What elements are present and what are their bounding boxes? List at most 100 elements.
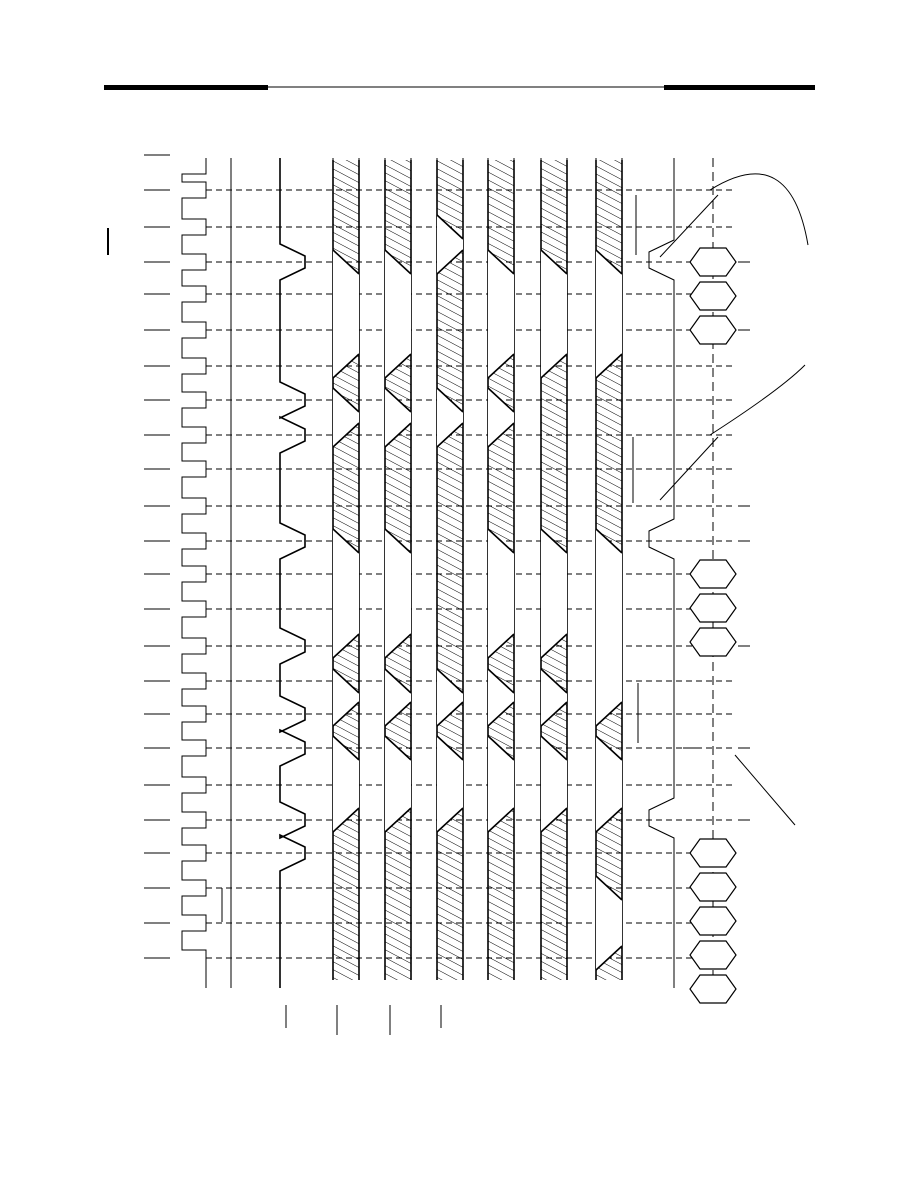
- bus-transition: [384, 422, 412, 448]
- bus-transition: [595, 701, 623, 727]
- bus-transition: [384, 387, 412, 413]
- bus-transition: [487, 353, 515, 379]
- bus-valid-window: [385, 669, 411, 726]
- bus-transition: [436, 807, 464, 833]
- clock-waveform: [181, 158, 207, 988]
- bus-transition: [384, 249, 412, 275]
- bus-transition: [595, 807, 623, 833]
- bus-transition: [332, 528, 360, 554]
- bus-valid-window: [385, 529, 411, 658]
- callout-leader: [659, 194, 719, 258]
- bus-valid-window: [488, 669, 514, 726]
- bus-transition: [487, 735, 515, 761]
- acknowledge-signal: [648, 158, 675, 988]
- callout-leader: [734, 754, 796, 826]
- callout-curve: [709, 364, 806, 436]
- bus-transition: [436, 214, 464, 240]
- bus-transition: [487, 528, 515, 554]
- bus-transition: [436, 735, 464, 761]
- bus-valid-window: [437, 736, 463, 832]
- bus-valid-window: [333, 250, 359, 378]
- bus-transition: [332, 668, 360, 694]
- bus-valid-window: [596, 736, 622, 832]
- bus-valid-window: [437, 669, 463, 726]
- bus-valid-window: [437, 388, 463, 447]
- timing-grid-lines: [107, 154, 735, 959]
- bus-transition: [487, 668, 515, 694]
- strobe-signal: [279, 158, 306, 988]
- bus-transition: [595, 875, 623, 901]
- bus-signal: [332, 158, 360, 980]
- bus-valid-window: [385, 388, 411, 447]
- bus-transition: [487, 249, 515, 275]
- bus-valid-window: [488, 529, 514, 658]
- bus-valid-window: [596, 529, 622, 726]
- hatched-bus-waveforms: [332, 158, 623, 980]
- bus-transition: [384, 807, 412, 833]
- bus-valid-window: [541, 736, 567, 832]
- bus-valid-window: [385, 250, 411, 378]
- bus-valid-window: [333, 669, 359, 726]
- bus-valid-window: [541, 669, 567, 726]
- bus-signal: [487, 158, 515, 980]
- bus-transition: [595, 249, 623, 275]
- bus-transition: [595, 735, 623, 761]
- bus-valid-window: [596, 250, 622, 378]
- bus-transition: [436, 422, 464, 448]
- bus-transition: [487, 807, 515, 833]
- bus-transition: [384, 735, 412, 761]
- bus-transition: [332, 807, 360, 833]
- data-hexagon: [689, 315, 737, 345]
- bus-signal: [436, 158, 464, 980]
- bus-transition: [384, 701, 412, 727]
- data-hexagon: [689, 872, 737, 902]
- bus-transition: [332, 735, 360, 761]
- bus-valid-window: [437, 215, 463, 274]
- bus-valid-window: [488, 736, 514, 832]
- data-hexagon: [689, 559, 737, 589]
- bus-transition: [384, 353, 412, 379]
- bus-transition: [436, 701, 464, 727]
- data-hexagon: [689, 940, 737, 970]
- bus-transition: [436, 249, 464, 275]
- bus-hatch: [437, 160, 463, 980]
- bus-transition: [487, 701, 515, 727]
- bus-transition: [540, 735, 568, 761]
- bus-transition: [332, 633, 360, 659]
- bus-transition: [384, 528, 412, 554]
- bus-transition: [487, 633, 515, 659]
- annotations: [221, 173, 809, 1035]
- bus-valid-window: [596, 876, 622, 970]
- bus-valid-window: [333, 736, 359, 832]
- bus-transition: [540, 528, 568, 554]
- bus-transition: [332, 353, 360, 379]
- strobe-waveform: [279, 158, 306, 988]
- bus-transition: [540, 249, 568, 275]
- data-hexagon: [689, 974, 737, 1004]
- bus-transition: [540, 633, 568, 659]
- bus-valid-window: [385, 736, 411, 832]
- bus-valid-window: [541, 250, 567, 378]
- bus-transition: [540, 807, 568, 833]
- bus-transition: [595, 945, 623, 971]
- bus-transition: [384, 633, 412, 659]
- data-hexagon: [689, 593, 737, 623]
- data-bus-waveform: [689, 158, 737, 1004]
- data-hexagon: [689, 281, 737, 311]
- bus-transition: [595, 528, 623, 554]
- header-rule: [104, 85, 815, 90]
- bus-transition: [332, 387, 360, 413]
- bus-transition: [540, 701, 568, 727]
- bus-transition: [384, 668, 412, 694]
- callout-curve: [709, 173, 809, 246]
- bus-transition: [487, 387, 515, 413]
- bus-transition: [436, 387, 464, 413]
- data-hexagon: [689, 906, 737, 936]
- callout-leader: [659, 436, 719, 501]
- data-hexagon: [689, 247, 737, 277]
- bus-transition: [595, 353, 623, 379]
- bus-transition: [487, 422, 515, 448]
- bus-valid-window: [541, 529, 567, 658]
- bus-transition: [332, 422, 360, 448]
